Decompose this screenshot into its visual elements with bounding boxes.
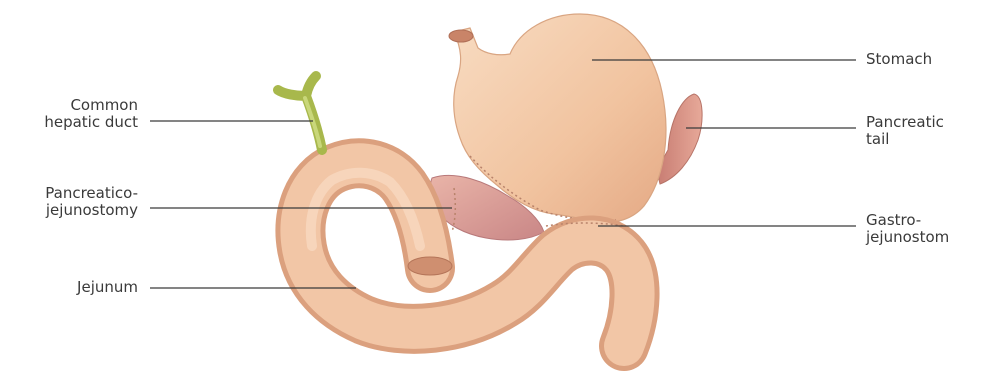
label-common-hepatic-duct: Common hepatic duct [10, 97, 138, 131]
label-stomach-line1: Stomach [866, 51, 932, 68]
label-pancreatico-jejunostomy: Pancreatico- jejunostomy [10, 185, 138, 219]
label-pancreatico-jejunostomy-line1: Pancreatico- [10, 185, 138, 202]
esophagus-opening-shape [449, 30, 473, 42]
label-gastro-jejunostom-line1: Gastro- [866, 212, 949, 229]
jejunum-open-end [408, 257, 452, 275]
label-common-hepatic-duct-line1: Common [10, 97, 138, 114]
label-pancreatic-tail-line1: Pancreatic [866, 114, 944, 131]
label-jejunum: Jejunum [10, 279, 138, 296]
label-pancreatic-tail: Pancreatic tail [866, 114, 944, 148]
hepatic-duct-shape [278, 76, 322, 150]
label-gastro-jejunostom-line2: jejunostom [866, 229, 949, 246]
label-jejunum-line1: Jejunum [10, 279, 138, 296]
label-common-hepatic-duct-line2: hepatic duct [10, 114, 138, 131]
label-pancreatic-tail-line2: tail [866, 131, 944, 148]
label-gastro-jejunostom: Gastro- jejunostom [866, 212, 949, 246]
label-pancreatico-jejunostomy-line2: jejunostomy [10, 202, 138, 219]
label-stomach: Stomach [866, 51, 932, 68]
